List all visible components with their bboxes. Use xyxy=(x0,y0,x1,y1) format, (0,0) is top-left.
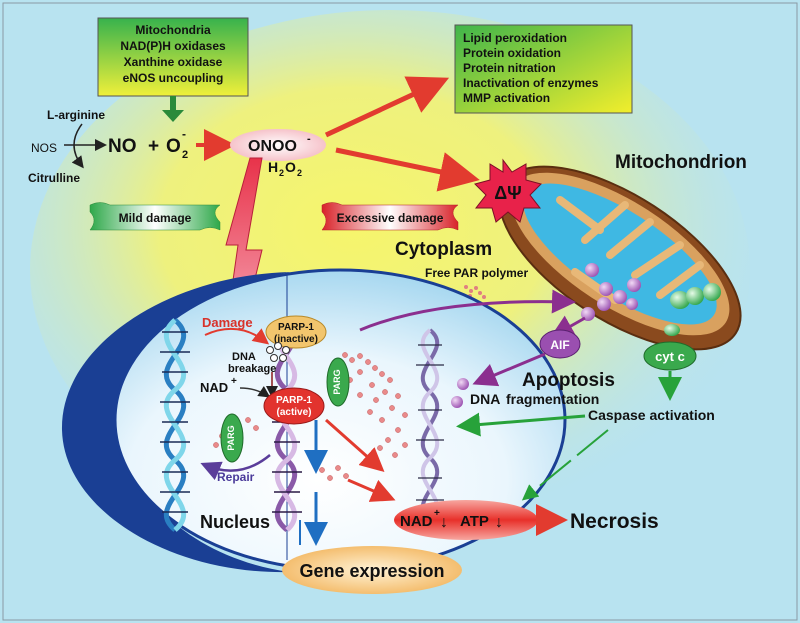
dna-helix-fragmented xyxy=(420,328,440,522)
atp-label: ATP xyxy=(460,513,489,530)
caspase-activation-label: Caspase activation xyxy=(588,407,715,423)
onoo-ellipse xyxy=(230,129,326,161)
par-to-mito-arrow xyxy=(359,289,576,332)
dna-helix-left xyxy=(164,318,186,532)
h2o2-h: H xyxy=(268,159,278,175)
aif-label: AIF xyxy=(550,338,569,352)
effect-line-4: Inactivation of enzymes xyxy=(463,76,599,90)
mild-damage-label: Mild damage xyxy=(119,211,192,225)
cytoplasm-label: Cytoplasm xyxy=(395,239,492,260)
onoo-to-mito-arrow xyxy=(335,147,480,192)
free-par-dots xyxy=(464,285,486,299)
no-synthesis-reaction: L-arginine NOS NO + O 2 - Citrulline xyxy=(28,108,188,185)
gene-expression-label: Gene expression xyxy=(299,561,444,581)
atp-down-arrow: ↓ xyxy=(495,514,503,531)
apoptosis-label: Apoptosis xyxy=(522,370,615,391)
parp1-active-label-2: (active) xyxy=(276,407,311,418)
energy-nad-label: NAD xyxy=(400,513,433,530)
damage-arrow xyxy=(204,327,270,345)
l-arginine-label: L-arginine xyxy=(47,108,105,122)
h2o2-o: O xyxy=(285,159,296,175)
free-par-polymer-label: Free PAR polymer xyxy=(425,266,528,280)
source-line-4: eNOS uncoupling xyxy=(123,71,224,85)
repair-label: Repair xyxy=(217,470,255,484)
parp1-active-label-1: PARP-1 xyxy=(276,395,312,406)
excessive-damage-banner: Excessive damage xyxy=(321,202,459,231)
aif-dna-particles xyxy=(451,378,469,408)
onoo-superscript: - xyxy=(307,133,311,145)
parg-label-right: PARG xyxy=(332,369,342,394)
parp1-inactive-label-1: PARP-1 xyxy=(278,322,314,333)
dna-fragmentation-label-2: fragmentation xyxy=(506,391,599,407)
nad-label: NAD xyxy=(200,380,228,395)
nad-down-arrow: ↓ xyxy=(440,514,448,531)
source-line-3: Xanthine oxidase xyxy=(124,55,223,69)
source-arrow-head xyxy=(162,110,184,122)
parp1-inactive: PARP-1 (inactive) xyxy=(265,315,327,349)
onoo-label: ONOO xyxy=(248,138,297,155)
dna-fragmented-rungs xyxy=(416,344,444,501)
dna-breakage-label-1: DNA xyxy=(232,351,256,363)
parg-enzyme-right: PARG xyxy=(326,357,350,407)
dna-breakage-label-2: breakage xyxy=(228,363,276,375)
effect-line-2: Protein oxidation xyxy=(463,46,561,60)
h2o2-sub1: 2 xyxy=(279,168,284,178)
nos-label: NOS xyxy=(31,141,57,155)
effect-line-1: Lipid peroxidation xyxy=(463,31,567,45)
source-line-1: Mitochondria xyxy=(135,23,211,37)
o2-subscript: 2 xyxy=(182,149,188,161)
o2-label: O xyxy=(166,136,181,157)
mitochondrion-title: Mitochondrion xyxy=(615,152,747,173)
citrulline-label: Citrulline xyxy=(28,171,80,185)
effect-line-3: Protein nitration xyxy=(463,61,556,75)
dna-fragmentation-label-1: DNA xyxy=(470,391,500,407)
parg-label-left: PARG xyxy=(226,425,236,450)
onoo-to-effects-arrow xyxy=(324,76,450,138)
damage-label: Damage xyxy=(202,315,253,330)
membrane-potential-burst: ΔΨ xyxy=(474,158,542,223)
nad-arrow xyxy=(239,386,271,398)
nad-superscript: + xyxy=(231,376,237,387)
cyt-c-ellipse: cyt c xyxy=(643,341,697,371)
mild-damage-banner: Mild damage xyxy=(89,202,221,231)
cytochrome-c-particles xyxy=(664,283,721,336)
repair-arrow xyxy=(200,454,271,481)
dna-left-rungs xyxy=(160,331,190,513)
h2o2-sub2: 2 xyxy=(297,168,302,178)
effect-line-5: MMP activation xyxy=(463,91,550,105)
nucleus-label: Nucleus xyxy=(200,512,270,532)
parp1-active: PARP-1 (active) xyxy=(263,387,325,425)
source-line-2: NAD(P)H oxidases xyxy=(120,39,226,53)
cyt-c-label: cyt c xyxy=(655,349,685,364)
parp-to-energy-arrow-2 xyxy=(347,478,396,502)
aif-ellipse: AIF xyxy=(539,329,581,359)
aif-to-dna-arrow xyxy=(472,352,546,387)
no-label: NO xyxy=(108,136,137,157)
caspase-to-energy-arrow xyxy=(521,429,609,501)
o2-superscript: - xyxy=(182,127,186,141)
necrosis-label: Necrosis xyxy=(570,510,659,533)
parp-to-energy-arrow xyxy=(325,418,385,472)
dna-break-ring xyxy=(266,342,290,362)
psi-label: ΔΨ xyxy=(494,183,522,203)
caspase-to-dna-arrow xyxy=(456,412,586,437)
oxidative-effects-box: Lipid peroxidation Protein oxidation Pro… xyxy=(454,24,633,114)
energy-nad-sup: + xyxy=(434,508,440,519)
aif-particles xyxy=(581,263,641,321)
parp1-inactive-label-2: (inactive) xyxy=(274,334,318,345)
parg-enzyme-left: PARG xyxy=(220,413,244,463)
plus-sign: + xyxy=(148,136,159,157)
excessive-damage-label: Excessive damage xyxy=(337,211,444,225)
gene-expression-pill: Gene expression xyxy=(282,546,462,594)
ros-sources-box: Mitochondria NAD(P)H oxidases Xanthine o… xyxy=(97,17,249,97)
energy-depletion-pill: NAD + ↓ ATP ↓ xyxy=(394,500,538,540)
